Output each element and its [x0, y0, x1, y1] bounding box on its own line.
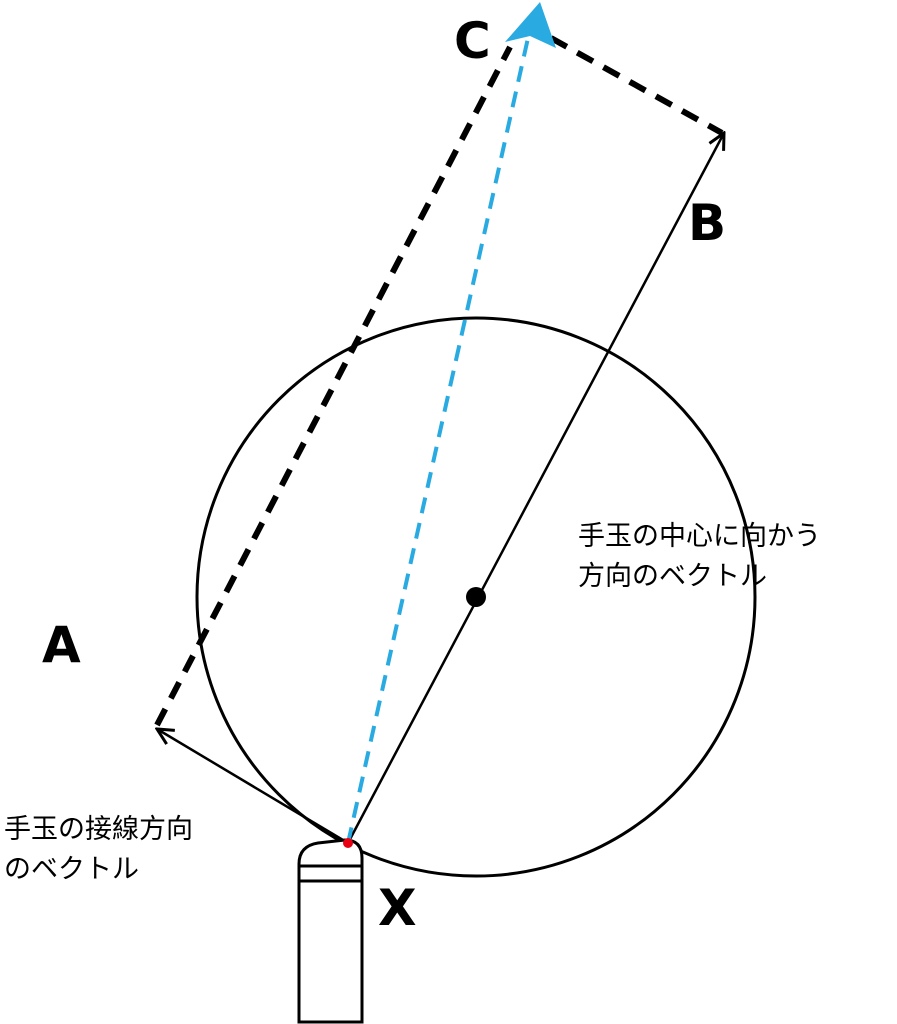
label-x: X [378, 879, 417, 937]
dashed-line-a-to-c [154, 45, 513, 727]
tangent-vector-note-line1: 手玉の接線方向 [4, 814, 193, 845]
label-a: A [42, 616, 81, 674]
ball-center-dot [466, 587, 486, 607]
resultant-vector-arrowhead [505, 2, 556, 48]
cue-ball-circle [195, 316, 757, 878]
dashed-line-c-to-b [549, 35, 724, 136]
center-vector-note-line1: 手玉の中心に向かう [578, 521, 821, 552]
center-vector-arrow [346, 133, 724, 844]
label-b: B [688, 194, 726, 252]
tangent-vector-note-line2: のベクトル [4, 854, 139, 885]
tangent-vector-arrow [157, 729, 349, 845]
contact-point-dot [343, 838, 353, 848]
resultant-vector-line [346, 37, 530, 844]
center-vector-note-line2: 方向のベクトル [578, 561, 767, 592]
label-c: C [454, 12, 491, 70]
